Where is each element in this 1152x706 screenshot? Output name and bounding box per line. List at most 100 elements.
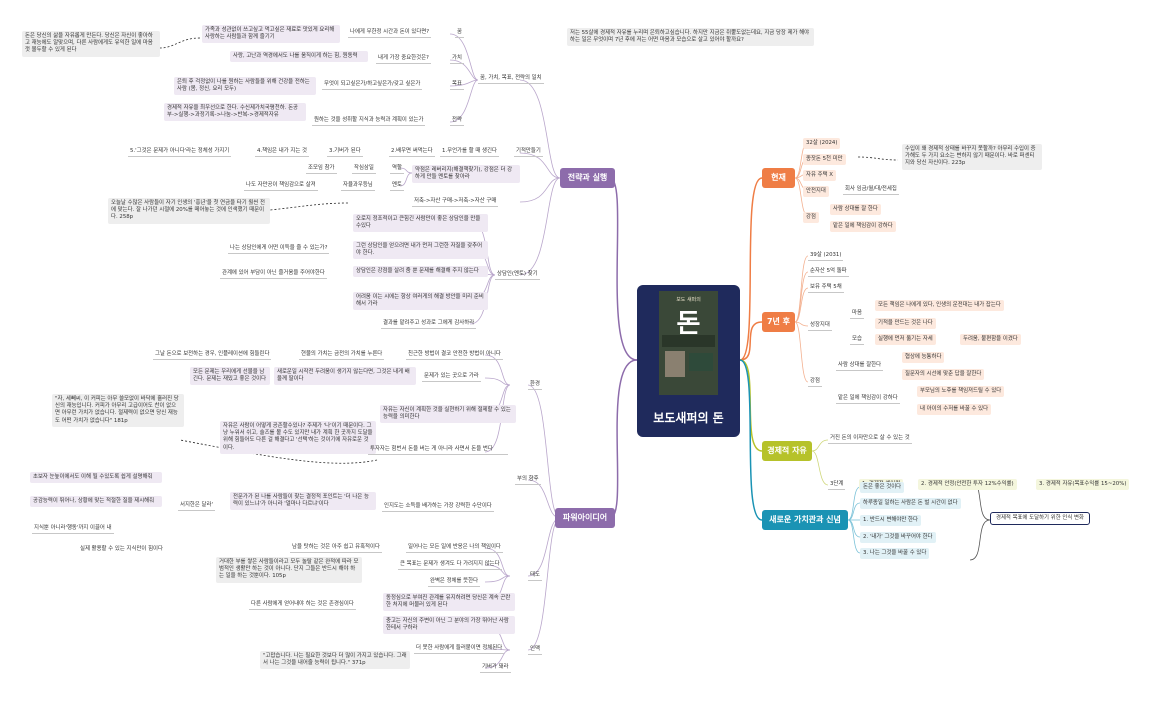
later-4-a1[interactable]: 모든 책임은 나에게 있다, 인생의 운전대는 내가 잡는다	[875, 300, 1004, 312]
person-root[interactable]: 인맥	[528, 646, 542, 656]
branch-later[interactable]: 7년 후	[762, 312, 795, 332]
env-1[interactable]: 친근한 방법이 결코 안전한 방법이 아니다	[406, 351, 503, 361]
attitude-4-q[interactable]: 다른 사람에게 얻어내야 하는 것은 존경심이다	[249, 601, 356, 611]
mentor-1: 오로지 정조적이고 큰힘긴 사람만이 좋은 상담인을 만을 수있다	[353, 214, 488, 233]
goal[interactable]: 목표	[450, 81, 464, 91]
value-question[interactable]: 내게 가장 중요한것은?	[376, 55, 431, 65]
now-5-a[interactable]: 사람 상대를 잘 한다	[830, 204, 881, 216]
env-2[interactable]: 문제가 있는 곳으로 가라	[422, 373, 481, 383]
wealth-1-a3[interactable]: 지식뿐 아니라'행동'까지 이끌어 내	[32, 525, 114, 535]
person-3[interactable]: 기버가 돼라	[480, 664, 511, 674]
value[interactable]: 가치	[450, 55, 464, 65]
env-2-a: 모든 문제는 우리에게 선물을 남긴다. 문제는 재밌고 좋은 것이다	[190, 367, 270, 386]
dream-question[interactable]: 나에게 무한정 시간과 돈이 있다면?	[348, 29, 432, 39]
now-3[interactable]: 자유 주택 X	[803, 170, 836, 182]
book-cover-small-title: 보도 섀퍼의	[676, 297, 701, 303]
later-5-b2[interactable]: 내 아이의 수저를 바꿀 수 있다	[917, 404, 992, 416]
tech-3[interactable]: 3.기버가 된다	[327, 148, 363, 158]
later-4-a[interactable]: 마음	[850, 310, 864, 320]
env-3-note: "자, 세빼씨, 이 커피는 아무 쓸모없이 바닥에 흘러진 당신의 재능입니다…	[52, 394, 184, 427]
mentor-group[interactable]: 역할	[390, 165, 404, 175]
wealth-1-q: 전문가가 된 나를 사람들이 찾는 결정적 포인트는 '더 나은 능력이 있느냐…	[230, 492, 376, 511]
book-cover-image: 보도 섀퍼의 돈	[659, 291, 718, 395]
now-5-b[interactable]: 맡은 일에 책임감이 강하다	[830, 221, 896, 233]
now-4-a[interactable]: 회사 임금/월/대/전세집	[843, 186, 899, 196]
edge	[739, 359, 763, 521]
tech-1[interactable]: 1.무언가를 할 때 생긴다	[440, 148, 499, 158]
attitude-1-q[interactable]: 남을 탓하는 것은 아주 쉽고 유혹적이다	[290, 544, 382, 554]
mentor-role-a2[interactable]: 조모임 참가	[306, 165, 337, 175]
later-5[interactable]: 강점	[808, 378, 822, 388]
attitude-3[interactable]: 완벽은 정체를 뜻한다	[428, 578, 481, 588]
values-summary[interactable]: 경제적 목표에 도달하기 위한 인식 변화	[990, 512, 1090, 526]
wealth-1[interactable]: 인지도는 소득을 배가하는 가장 강력한 수단이다	[382, 503, 494, 513]
goal-root[interactable]: 꿈, 가치, 목표, 전략의 일치	[478, 75, 544, 85]
later-5-a[interactable]: 사람 상대를 잘한다	[836, 362, 884, 372]
wealth-root[interactable]: 부의 향후	[515, 476, 541, 486]
tech-4[interactable]: 4.책임은 내가 지는 것	[255, 148, 309, 158]
later-4[interactable]: 성장지대	[808, 322, 832, 332]
now-2[interactable]: 종잣돈 5천 미만	[803, 154, 846, 166]
later-1[interactable]: 39살 (2031)	[808, 252, 844, 262]
env-3: 자유는 자신이 계획한 것을 실현하기 위해 절제할 수 있는 능력을 의미한다	[380, 405, 516, 424]
branch-values[interactable]: 새로운 가치관과 신념	[762, 510, 848, 530]
attitude-1[interactable]: 일어나는 모든 일에 반응은 나의 책임이다	[406, 544, 503, 554]
dream[interactable]: 꿈	[455, 29, 464, 39]
later-5-b[interactable]: 맡은 일에 책임감이 강하다	[836, 395, 900, 405]
later-4-b2[interactable]: 두려움, 불편함을 이겼다	[960, 334, 1021, 346]
strategy-question[interactable]: 원하는 것을 성취할 지식과 능력과 계획이 있는가	[312, 117, 426, 127]
env-1-q[interactable]: 현물의 가치는 금전의 가치를 누른다	[299, 351, 385, 361]
branch-power[interactable]: 파워아이디어	[555, 508, 615, 528]
values-4[interactable]: 2. '내가' 그것을 바꾸어야 한다	[860, 532, 936, 544]
person-2[interactable]: 더 못한 사람에게 들러붙이면 정체된다	[414, 645, 505, 655]
values-3[interactable]: 1. 반드시 변해야만 한다	[860, 515, 921, 527]
env-root[interactable]: 환경	[528, 381, 542, 391]
later-4-b[interactable]: 모습	[850, 336, 864, 346]
env-4[interactable]: 투자자는 험번서 돈을 버는 게 아니라 사면서 돈을 번다	[368, 446, 508, 456]
values-2[interactable]: 하루종일 일하는 사람은 돈 벌 시간이 없다	[860, 498, 961, 510]
wealth-1-a1: 초보자 눈높이에서도 이해 될 수있도록 쉽게 설명해줘	[30, 472, 162, 484]
freedom-1[interactable]: 거진 돈의 이자만으로 살 수 있는 것	[828, 435, 912, 445]
values-5[interactable]: 3. 나는 그것을 바꿀 수 있다	[860, 548, 930, 560]
wealth-1-a[interactable]: 서지한은 달라'	[178, 502, 215, 512]
mentor-b-a[interactable]: 나도 자만공이 책임감으로 살져	[244, 182, 318, 192]
later-4-b1[interactable]: 실행에 먼저 옮기는 자세	[875, 334, 936, 346]
branch-now[interactable]: 현재	[762, 168, 795, 188]
env-3-a: 자유은 사람이 어떻게 공존할수있나? 주제가 '나'이기 때문이다. 그냥 누…	[220, 421, 376, 454]
mentor-5[interactable]: 결과를 맡려주고 성과로 그에게 감사하라	[381, 320, 477, 330]
branch-freedom[interactable]: 경제적 자유	[762, 441, 812, 461]
goal-question[interactable]: 무엇이 되고싶은가/하고싶은가/갖고 싶은가	[322, 81, 423, 91]
strategy-node[interactable]: 전략	[450, 117, 464, 127]
later-2[interactable]: 순자산 5억 돌파	[808, 268, 849, 278]
now-4[interactable]: 안전지대	[803, 186, 829, 198]
branch-strategy[interactable]: 전략과 실행	[560, 168, 615, 188]
central-title: 보도새퍼의 돈	[653, 411, 724, 425]
later-5-a2[interactable]: 질문자의 시선에 맞춘 답을 잘한다	[902, 369, 985, 381]
attitude-2[interactable]: 큰 목표는 문제가 생겨도 다 가려지지 않는다	[398, 561, 502, 571]
later-5-b1[interactable]: 부모님의 노후를 책임져드릴 수 있다	[917, 386, 1005, 398]
freedom-2-c[interactable]: 3. 경제적 자유(목표수익률 15~20%)	[1036, 479, 1130, 491]
mentor-b[interactable]: 멘토	[390, 182, 404, 192]
env-1-a[interactable]: 그날 돈으로 보전하는 경우, 인플레이션에 힘들린다	[153, 351, 272, 361]
mentor-root[interactable]: 상담인(멘토) 찾기	[495, 271, 540, 281]
freedom-2-b[interactable]: 2. 경제적 안정(안전한 투자 12%수익률)	[918, 479, 1017, 491]
saving[interactable]: 저축->자산 구매->저축->자산 구매	[412, 198, 499, 208]
edge	[739, 321, 763, 361]
values-1[interactable]: 돈은 좋은 것이다	[860, 482, 905, 494]
mentor-role-a[interactable]: 작심삼일	[352, 165, 376, 175]
later-4-a2[interactable]: 기적을 만드는 것은 나다	[875, 318, 936, 330]
mentor-2-question[interactable]: 나는 상담인에게 어떤 이득을 줄 수 있는가?	[228, 245, 330, 255]
tech-root[interactable]: 기적만들기	[514, 148, 543, 158]
central-node[interactable]: 보도 섀퍼의 돈 보도새퍼의 돈	[637, 285, 740, 437]
book-cover-big-title: 돈	[676, 309, 701, 339]
mentor-b-q[interactable]: 자율과우등님	[341, 182, 375, 192]
attitude-root[interactable]: 태도	[528, 572, 542, 582]
now-5[interactable]: 강점	[803, 212, 819, 224]
tech-2[interactable]: 2.배우면 써먹는다	[389, 148, 435, 158]
now-1[interactable]: 32살 (2024)	[803, 138, 841, 150]
freedom-2[interactable]: 3단계	[828, 481, 846, 491]
tech-5[interactable]: 5.'그것은 문제가 아니다'라는 정체성 가지기	[128, 148, 232, 158]
mentor-3-question[interactable]: 관계에 있어 부담이 아닌 즐거움을 주어야한다	[220, 270, 327, 280]
later-3[interactable]: 보유 주택 5채	[808, 284, 844, 294]
later-5-a1[interactable]: 협상에 능통하다	[902, 352, 945, 364]
